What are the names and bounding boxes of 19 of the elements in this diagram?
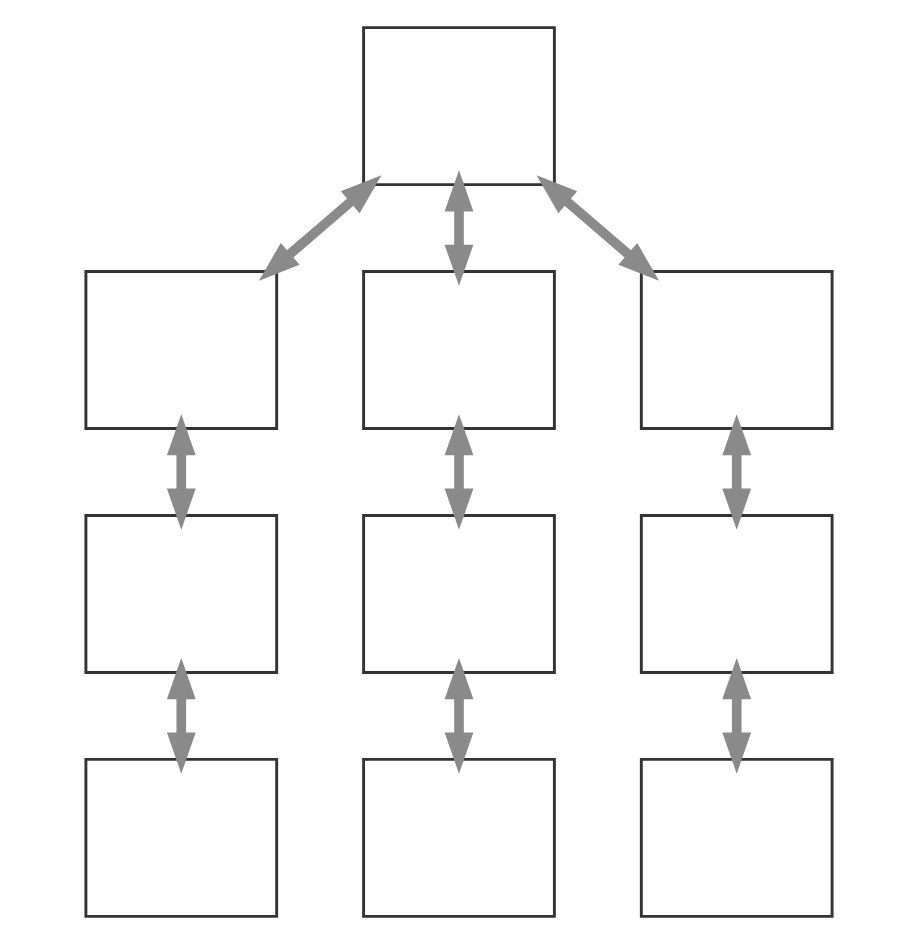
node-box — [639, 513, 834, 673]
arrow — [166, 657, 196, 773]
arrow — [722, 657, 752, 773]
node-box — [84, 756, 279, 917]
node-box — [84, 269, 279, 429]
node-box — [639, 269, 834, 429]
arrow — [722, 413, 752, 529]
arrow — [258, 174, 382, 280]
node-box — [362, 25, 556, 186]
arrow — [444, 413, 474, 529]
node-box — [362, 269, 556, 429]
node-box — [362, 756, 556, 917]
arrow — [444, 657, 474, 773]
node-box — [639, 756, 834, 917]
arrow — [536, 174, 660, 280]
arrow — [166, 413, 196, 529]
arrow — [444, 169, 474, 285]
node-box — [362, 513, 556, 673]
node-box — [84, 513, 279, 673]
